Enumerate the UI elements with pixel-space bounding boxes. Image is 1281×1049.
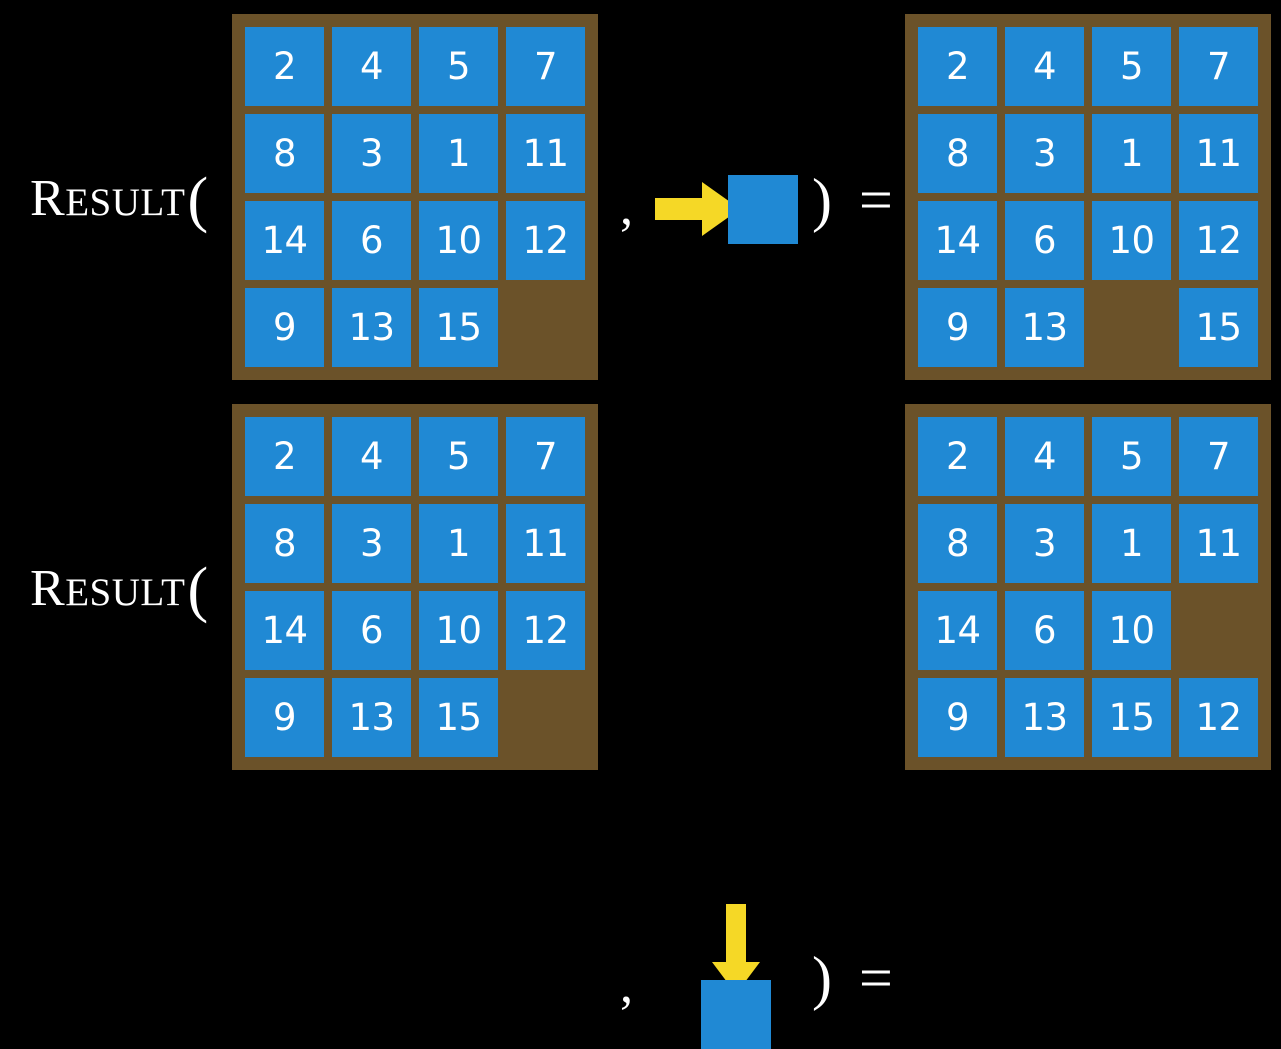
puzzle-tile[interactable]: 4: [1005, 417, 1084, 496]
puzzle-tile[interactable]: 10: [1092, 201, 1171, 280]
puzzle-tile[interactable]: 2: [918, 417, 997, 496]
arrow-right-icon: [655, 178, 740, 245]
puzzle-tile[interactable]: 10: [1092, 591, 1171, 670]
puzzle-tile[interactable]: 8: [918, 114, 997, 193]
puzzle-tile[interactable]: 9: [245, 678, 324, 757]
puzzle-empty-cell: [506, 678, 585, 757]
puzzle-tile[interactable]: 14: [918, 591, 997, 670]
puzzle-tile[interactable]: 3: [332, 504, 411, 583]
puzzle-tile[interactable]: 12: [506, 201, 585, 280]
puzzle-tile[interactable]: 6: [1005, 591, 1084, 670]
puzzle-tile[interactable]: 14: [245, 201, 324, 280]
puzzle-tile[interactable]: 5: [1092, 417, 1171, 496]
argument-separator-comma: ,: [620, 179, 633, 236]
puzzle-tile[interactable]: 9: [245, 288, 324, 367]
puzzle-tile[interactable]: 2: [245, 417, 324, 496]
close-paren-equals: ) =: [812, 167, 899, 233]
puzzle-tile[interactable]: 15: [419, 288, 498, 367]
puzzle-tile[interactable]: 10: [419, 201, 498, 280]
puzzle-tile[interactable]: 7: [506, 27, 585, 106]
puzzle-tile[interactable]: 1: [419, 114, 498, 193]
puzzle-tile[interactable]: 4: [332, 417, 411, 496]
puzzle-empty-cell: [1092, 288, 1171, 367]
puzzle-empty-cell: [1179, 591, 1258, 670]
puzzle-tile[interactable]: 8: [245, 504, 324, 583]
puzzle-tile[interactable]: 8: [918, 504, 997, 583]
puzzle-tile[interactable]: 7: [506, 417, 585, 496]
puzzle-tile[interactable]: 13: [1005, 288, 1084, 367]
puzzle-empty-cell: [506, 288, 585, 367]
argument-separator-comma: ,: [620, 957, 633, 1014]
action-tile-slide-down[interactable]: [701, 980, 771, 1049]
puzzle-tile[interactable]: 5: [1092, 27, 1171, 106]
result-function-label: R ESULT (: [30, 554, 209, 621]
puzzle-tile[interactable]: 6: [332, 201, 411, 280]
puzzle-tile[interactable]: 15: [1179, 288, 1258, 367]
puzzle-tile[interactable]: 1: [1092, 114, 1171, 193]
puzzle-tile[interactable]: 9: [918, 678, 997, 757]
puzzle-tile[interactable]: 3: [1005, 504, 1084, 583]
result-label-cap: R: [30, 560, 66, 617]
puzzle-tile[interactable]: 11: [1179, 114, 1258, 193]
open-paren: (: [187, 556, 209, 624]
puzzle-tile[interactable]: 5: [419, 27, 498, 106]
puzzle-tile[interactable]: 14: [245, 591, 324, 670]
result-label-small: ESULT: [65, 181, 186, 224]
puzzle-tile[interactable]: 5: [419, 417, 498, 496]
puzzle-tile[interactable]: 12: [506, 591, 585, 670]
puzzle-tile[interactable]: 15: [419, 678, 498, 757]
puzzle-tile[interactable]: 3: [332, 114, 411, 193]
result-label-small: ESULT: [65, 571, 186, 614]
puzzle-tile[interactable]: 11: [1179, 504, 1258, 583]
puzzle-tile[interactable]: 13: [332, 288, 411, 367]
open-paren: (: [187, 166, 209, 234]
puzzle-tile[interactable]: 6: [332, 591, 411, 670]
puzzle-tile[interactable]: 12: [1179, 201, 1258, 280]
puzzle-tile[interactable]: 4: [1005, 27, 1084, 106]
puzzle-tile[interactable]: 1: [1092, 504, 1171, 583]
puzzle-tile[interactable]: 1: [419, 504, 498, 583]
puzzle-tile[interactable]: 11: [506, 114, 585, 193]
puzzle-tile[interactable]: 7: [1179, 27, 1258, 106]
puzzle-tile[interactable]: 4: [332, 27, 411, 106]
puzzle-tile[interactable]: 8: [245, 114, 324, 193]
puzzle-tile[interactable]: 15: [1092, 678, 1171, 757]
result-function-label: R ESULT (: [30, 164, 209, 231]
result-label-cap: R: [30, 170, 66, 227]
puzzle-tile[interactable]: 9: [918, 288, 997, 367]
close-paren-equals: ) =: [812, 945, 899, 1011]
action-tile-slide-right[interactable]: [728, 175, 798, 244]
puzzle-tile[interactable]: 2: [245, 27, 324, 106]
puzzle-tile[interactable]: 10: [419, 591, 498, 670]
puzzle-tile[interactable]: 13: [332, 678, 411, 757]
puzzle-tile[interactable]: 11: [506, 504, 585, 583]
puzzle-tile[interactable]: 6: [1005, 201, 1084, 280]
puzzle-tile[interactable]: 3: [1005, 114, 1084, 193]
puzzle-tile[interactable]: 12: [1179, 678, 1258, 757]
puzzle-tile[interactable]: 2: [918, 27, 997, 106]
puzzle-tile[interactable]: 7: [1179, 417, 1258, 496]
puzzle-tile[interactable]: 13: [1005, 678, 1084, 757]
puzzle-tile[interactable]: 14: [918, 201, 997, 280]
